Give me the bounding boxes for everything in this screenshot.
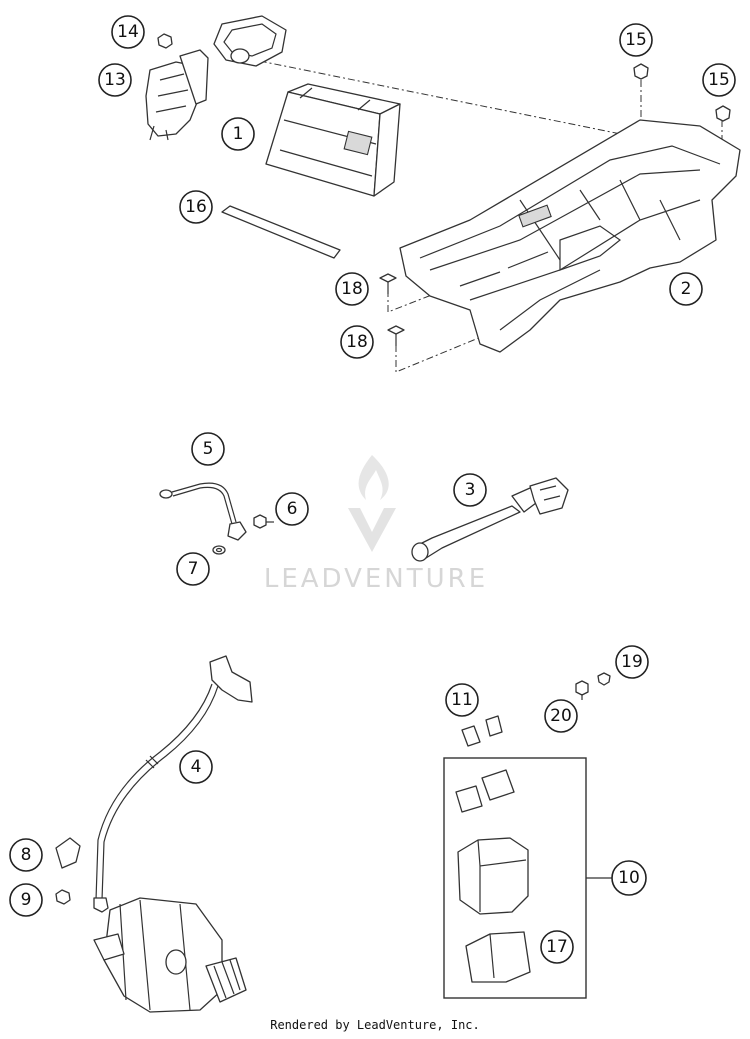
callout-19: 19: [615, 645, 649, 679]
nut-part-19: [597, 672, 611, 686]
bolt-part-15: [715, 105, 731, 122]
svg-text:3: 3: [465, 480, 476, 500]
bolt-part-6: [253, 514, 274, 529]
starter-cable-part-4: [93, 655, 253, 913]
bolt-part-20: [575, 680, 589, 700]
watermark: LEADVENTURE: [264, 455, 488, 594]
callout-8: 8: [9, 838, 43, 872]
screw-part-18: [379, 273, 397, 294]
cap-part-8: [55, 837, 81, 869]
svg-text:17: 17: [546, 937, 568, 957]
ground-cable-part-5: [159, 482, 247, 541]
callout-4: 4: [179, 750, 213, 784]
battery-holder-part-2: [399, 119, 741, 353]
starter-relay-kit-part-10: [443, 757, 612, 999]
callout-3: 3: [453, 473, 487, 507]
v-logo-icon: [348, 508, 396, 552]
svg-text:11: 11: [451, 690, 473, 710]
washer-part-7: [212, 545, 226, 555]
flame-logo-icon: [358, 455, 389, 500]
callout-18: 18: [335, 272, 369, 306]
svg-text:20: 20: [550, 706, 572, 726]
svg-text:18: 18: [341, 279, 363, 299]
svg-text:14: 14: [117, 22, 139, 42]
svg-text:18: 18: [346, 332, 368, 352]
callout-15: 15: [619, 23, 653, 57]
watermark-text: LEADVENTURE: [264, 564, 488, 594]
battery-part-1: [265, 83, 401, 197]
footer-credit: Rendered by LeadVenture, Inc.: [270, 1018, 480, 1032]
guide-line: [395, 329, 499, 373]
svg-text:6: 6: [287, 499, 298, 519]
svg-text:2: 2: [681, 279, 692, 299]
svg-text:9: 9: [21, 890, 32, 910]
callout-16: 16: [179, 190, 213, 224]
svg-text:15: 15: [625, 30, 647, 50]
svg-text:1: 1: [233, 124, 244, 144]
callout-11: 11: [445, 683, 479, 717]
svg-text:5: 5: [203, 439, 214, 459]
callout-10: 10: [611, 860, 647, 896]
svg-text:15: 15: [708, 70, 730, 90]
screw-part-18: [387, 325, 405, 346]
nut-part-9: [55, 889, 71, 905]
callout-9: 9: [9, 883, 43, 917]
svg-text:7: 7: [188, 559, 199, 579]
callout-15: 15: [702, 63, 736, 97]
fuse-clips-part-11: [461, 715, 503, 747]
callout-18: 18: [340, 325, 374, 359]
starter-motor: [93, 897, 247, 1013]
callout-2: 2: [669, 272, 703, 306]
svg-text:10: 10: [618, 868, 640, 888]
svg-text:4: 4: [191, 757, 202, 777]
svg-text:16: 16: [185, 197, 207, 217]
callout-17: 17: [540, 930, 574, 964]
bolt-part-15: [633, 63, 649, 80]
callout-13: 13: [98, 63, 132, 97]
svg-text:8: 8: [21, 845, 32, 865]
nut-part-14: [157, 33, 173, 49]
fuse-box-cover: [213, 15, 287, 67]
svg-text:13: 13: [104, 70, 126, 90]
callout-1: 1: [221, 117, 255, 151]
positive-cable-part-3: [411, 477, 569, 562]
connector-bracket-part-13: [145, 49, 209, 141]
callout-7: 7: [176, 552, 210, 586]
callout-5: 5: [191, 432, 225, 466]
callout-6: 6: [275, 492, 309, 526]
svg-text:19: 19: [621, 652, 643, 672]
battery-pad-part-16: [221, 205, 341, 259]
callout-20: 20: [544, 699, 578, 733]
callout-14: 14: [111, 15, 145, 49]
